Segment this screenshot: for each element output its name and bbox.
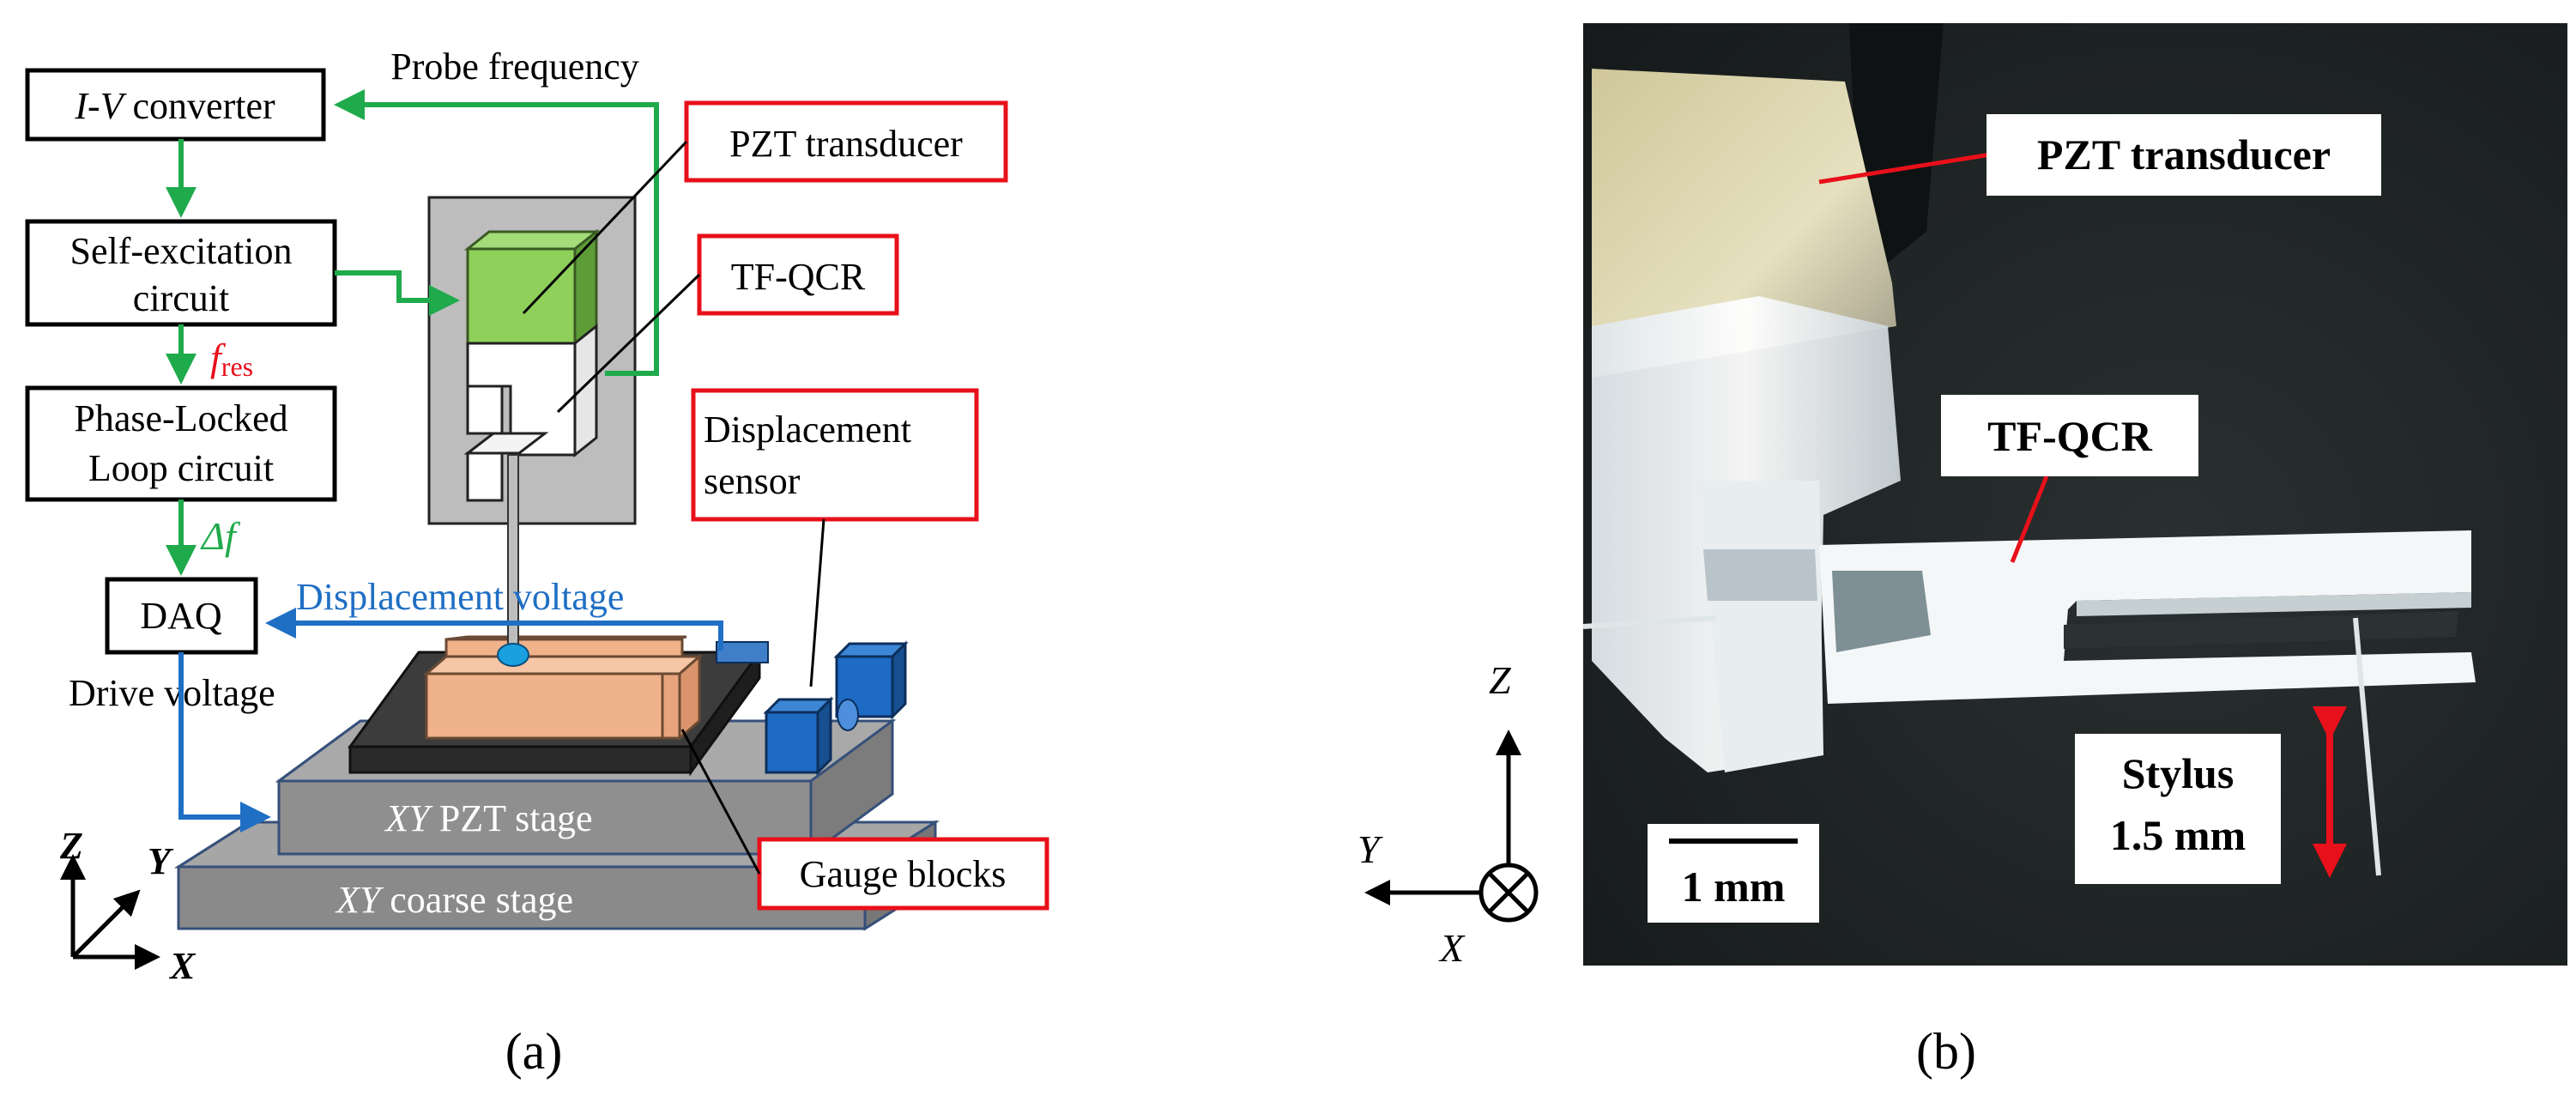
microscope-photo [1582,23,2567,966]
stylus-label-line2: 1.5 mm [2110,811,2246,859]
scale-bar: 1 mm [1648,824,1819,923]
stylus-callout: Stylus 1.5 mm [2075,706,2347,884]
caption-b: (b) [1916,1023,1976,1080]
stylus-label-line1: Stylus [2122,749,2234,797]
scale-bar-label: 1 mm [1682,863,1786,911]
axis-z-label-a: Z [59,825,83,867]
daq-box: DAQ [105,577,258,655]
gauge-blocks-label: Gauge blocks [800,853,1007,895]
caption-a: (a) [505,1023,563,1080]
green-signal-lines [166,89,659,576]
tf-qcr-photo-label: TF-QCR [1987,412,2153,460]
pll-line1: Phase-Locked [74,397,287,439]
svg-text:I-V converter: I-V converter [74,85,275,127]
drive-voltage-label: Drive voltage [69,672,275,714]
displacement-sensor-line2: sensor [704,460,801,502]
xy-pzt-stage-label: XY PZT stage [384,797,592,839]
tf-qcr-fork [463,323,598,502]
panel-b: PZT transducer TF-QCR Stylus 1.5 mm 1 mm… [1358,23,2567,1080]
pzt-transducer-label: PZT transducer [729,123,963,165]
tf-qcr-photo-callout: TF-QCR [1941,395,2198,563]
xy-coarse-stage-label: XY coarse stage [335,879,573,921]
gauge-blocks-callout: Gauge blocks [680,729,1049,911]
panel-a: I-V converter Probe frequency Self-excit… [25,45,1049,1080]
axis-x-label-b: X [1438,926,1466,970]
tf-qcr-callout: TF-QCR [556,233,899,414]
f-res-label: fres [210,336,253,382]
displacement-sensor-line1: Displacement [704,409,911,451]
gauge-blocks [422,635,704,742]
pzt-transducer-photo-label: PZT transducer [2037,130,2331,179]
daq-label: DAQ [140,595,222,637]
pzt-transducer-cube [463,228,601,347]
axis-y-label-a: Y [148,840,174,882]
self-excitation-line1: Self-excitation [70,230,292,272]
tf-qcr-label: TF-QCR [731,256,866,298]
displacement-voltage-label: Displacement voltage [296,576,624,618]
axes-triad-a [60,854,160,970]
delta-f-label: Δf [200,514,241,558]
pzt-transducer-callout: PZT transducer [522,100,1008,315]
axes-triad-b [1364,730,1539,923]
axis-z-label-b: Z [1489,658,1511,702]
pll-line2: Loop circuit [88,447,274,489]
probe-frequency-label: Probe frequency [390,45,639,88]
iv-converter-box: I-V converter [25,68,326,142]
blue-signal-lines [178,608,723,833]
displacement-sensor-callout: Displacement sensor [691,388,979,687]
self-excitation-box: Self-excitation circuit [25,219,337,327]
stylus [497,454,529,667]
pll-box: Phase-Locked Loop circuit [25,385,337,502]
pzt-transducer-photo-callout: PZT transducer [1818,114,2381,196]
axis-x-label-a: X [168,945,197,987]
self-excitation-line2: circuit [133,277,229,319]
displacement-sensors [716,640,909,776]
axis-y-label-b: Y [1358,827,1383,871]
